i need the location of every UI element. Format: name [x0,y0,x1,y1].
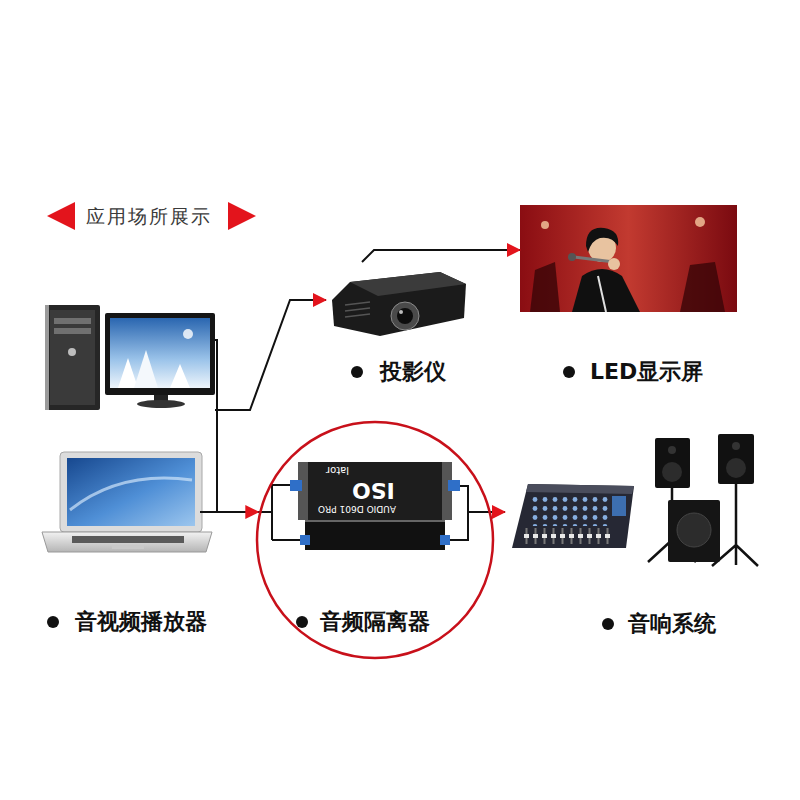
led-screen-photo [520,205,737,312]
audio-isolator [448,480,460,491]
audio-isolator [440,535,450,545]
mixer [522,528,612,544]
audio-isolator [290,480,302,491]
desktop-monitor [105,313,215,408]
projector [399,310,403,314]
desktop-tower [50,310,95,405]
bullet-dot [563,366,575,378]
device-print: lator [326,465,349,476]
desktop-monitor [110,318,210,388]
desktop-tower [45,305,100,410]
desktop-tower [45,305,100,410]
projector [391,302,419,330]
led-screen-photo [598,276,606,312]
desktop-monitor [118,358,138,388]
desktop-tower [54,328,91,334]
audio-isolator [258,485,304,540]
speaker [677,513,711,547]
mixer [512,484,634,548]
projector [350,272,466,296]
wire [200,340,218,512]
audio-isolator [300,535,310,545]
speaker [668,446,676,454]
laptop [42,532,212,552]
led-screen-photo [574,257,614,262]
desktop-monitor [137,400,185,408]
led-screen-photo [695,217,705,227]
laptop [72,536,184,543]
speaker [718,434,754,484]
desktop-monitor [170,364,190,388]
connector-arrow [492,511,505,513]
projector [345,302,370,317]
bullet-dot [602,618,614,630]
laptop [67,458,195,526]
connector-arrow [218,511,258,513]
projector [397,308,413,324]
bullet-dot [47,366,614,630]
connector-arrow [218,300,326,410]
speaker [662,462,682,482]
mixer [512,484,634,548]
audio-isolator [298,462,452,520]
speaker [732,442,740,450]
device-label: LED显示屏 [590,359,703,385]
title-triangle [228,202,256,230]
desktop-tower [54,318,91,324]
device-print: ISO [352,478,395,502]
led-screen-node: LED显示屏 [520,200,745,390]
mixer [526,484,634,494]
bullet-dot [296,616,308,628]
led-screen-photo [680,262,725,312]
laptop [42,452,212,552]
projector-node: 投影仪 [326,262,472,390]
device-label: 投影仪 [380,359,446,385]
connector-arrow [362,250,520,262]
led-screen-photo [608,258,620,270]
title-triangle [47,202,256,230]
led-screen-photo [572,269,640,312]
mixer [532,494,610,526]
projector [332,272,466,336]
speaker [648,434,758,566]
device-print: AUDIO D601 PRO [318,503,396,513]
audio-isolator [446,486,492,540]
desktop-tower [68,348,76,356]
desktop-monitor [134,350,158,388]
audio-isolator [305,518,445,550]
player-node: 音视频播放器 [38,298,218,643]
speaker [726,458,746,478]
laptop [112,545,144,549]
desktop-monitor [105,313,215,395]
bullet-dot [47,616,59,628]
speaker [655,438,690,488]
laptop [70,478,192,510]
led-screen-photo [586,228,618,252]
desktop-monitor [183,329,193,339]
device-label: 音响系统 [628,611,716,637]
laptop [60,452,202,532]
mixer [612,496,626,516]
led-screen-photo [541,221,549,229]
projector [332,272,466,336]
sound-system-node: 音响系统 [505,430,755,645]
isolator-circle: 音频隔离器 [255,420,495,660]
led-screen-photo [568,253,576,261]
led-screen-photo [520,205,737,312]
highlight-circle [257,422,493,658]
diagram-title: 应用场所展示 [86,204,212,228]
audio-isolator [258,462,492,550]
wire [200,340,218,512]
bullet-dot [351,366,363,378]
speaker [668,500,720,562]
device-label: 音视频播放器 [75,609,207,635]
device-label: 音频隔离器 [320,609,430,635]
led-screen-photo [530,262,560,312]
title-triangle [47,202,75,230]
desktop-tower [45,305,49,410]
